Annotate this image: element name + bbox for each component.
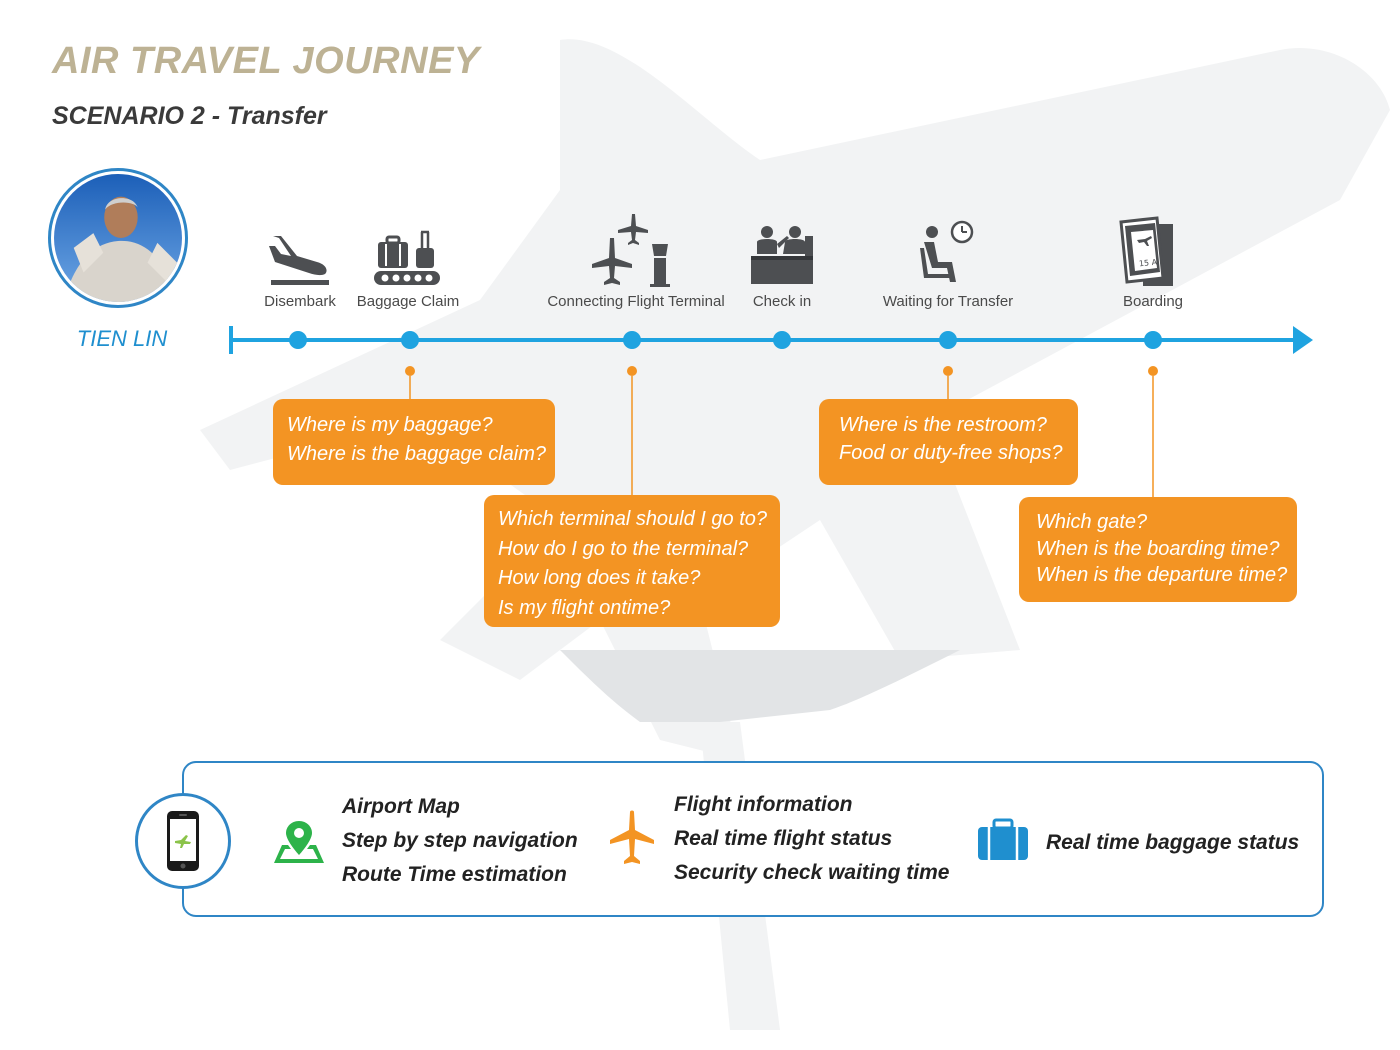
feature-text: Step by step navigation: [342, 829, 578, 852]
svg-text:15 A: 15 A: [1138, 257, 1158, 268]
airplane-icon: [610, 810, 654, 864]
question-text: How do I go to the terminal?: [498, 537, 749, 560]
feature-list-baggage: Real time baggage status: [1046, 826, 1299, 860]
question-text: Where is the baggage claim?: [287, 443, 547, 465]
questions-box-baggage-claim: Where is my baggage? Where is the baggag…: [273, 399, 555, 485]
feature-list-flight: Flight information Real time flight stat…: [674, 788, 949, 890]
questions-box-waiting: Where is the restroom? Food or duty-free…: [819, 399, 1078, 485]
phone-badge: [135, 793, 231, 889]
feature-text: Flight information: [674, 793, 853, 816]
stage-label-boarding: Boarding: [1122, 293, 1184, 310]
stage-label-connecting-terminal: Connecting Flight Terminal: [547, 293, 725, 310]
questions-box-boarding: Which gate? When is the boarding time? W…: [1019, 497, 1297, 602]
persona-avatar: [48, 168, 188, 308]
stage-label-check-in: Check in: [752, 293, 812, 310]
check-in-desk-icon: [751, 226, 813, 284]
plane-landing-icon: [269, 236, 329, 285]
feature-text: Airport Map: [342, 795, 460, 818]
feature-list-map: Airport Map Step by step navigation Rout…: [342, 790, 578, 892]
questions-box-connecting-terminal: Which terminal should I go to? How do I …: [484, 495, 780, 627]
question-text: When is the departure time?: [1036, 564, 1288, 586]
question-text: Which terminal should I go to?: [498, 508, 768, 530]
feature-text: Real time flight status: [674, 827, 893, 850]
seated-person-clock-icon: [920, 220, 974, 282]
page-title: AIR TRAVEL JOURNEY: [52, 40, 480, 82]
stage-label-waiting: Waiting for Transfer: [882, 293, 1014, 310]
feature-text: Real time baggage status: [1046, 831, 1300, 854]
persona-photo: [54, 174, 182, 302]
question-text: Where is my baggage?: [287, 414, 493, 436]
map-pin-icon: [274, 821, 324, 863]
boarding-pass-icon: 15 A: [1119, 216, 1173, 286]
question-text: Food or duty-free shops?: [839, 442, 1063, 464]
question-text: Which gate?: [1036, 511, 1148, 533]
airport-tower-planes-icon: [592, 214, 670, 287]
feature-text: Route Time estimation: [342, 863, 567, 886]
feature-text: Security check waiting time: [674, 861, 950, 884]
scenario-subtitle: SCENARIO 2 - Transfer: [52, 102, 327, 130]
question-text: When is the boarding time?: [1036, 537, 1280, 560]
baggage-carousel-icon: [374, 230, 440, 285]
suitcase-icon: [978, 818, 1028, 860]
question-text: Is my flight ontime?: [498, 596, 671, 619]
question-text: How long does it take?: [498, 567, 701, 589]
smartphone-icon: [167, 811, 199, 871]
stage-label-disembark: Disembark: [264, 293, 336, 310]
persona-name: TIEN LIN: [76, 326, 168, 351]
stage-label-baggage-claim: Baggage Claim: [356, 293, 460, 310]
question-text: Where is the restroom?: [839, 414, 1047, 436]
app-features-panel: [182, 761, 1324, 917]
